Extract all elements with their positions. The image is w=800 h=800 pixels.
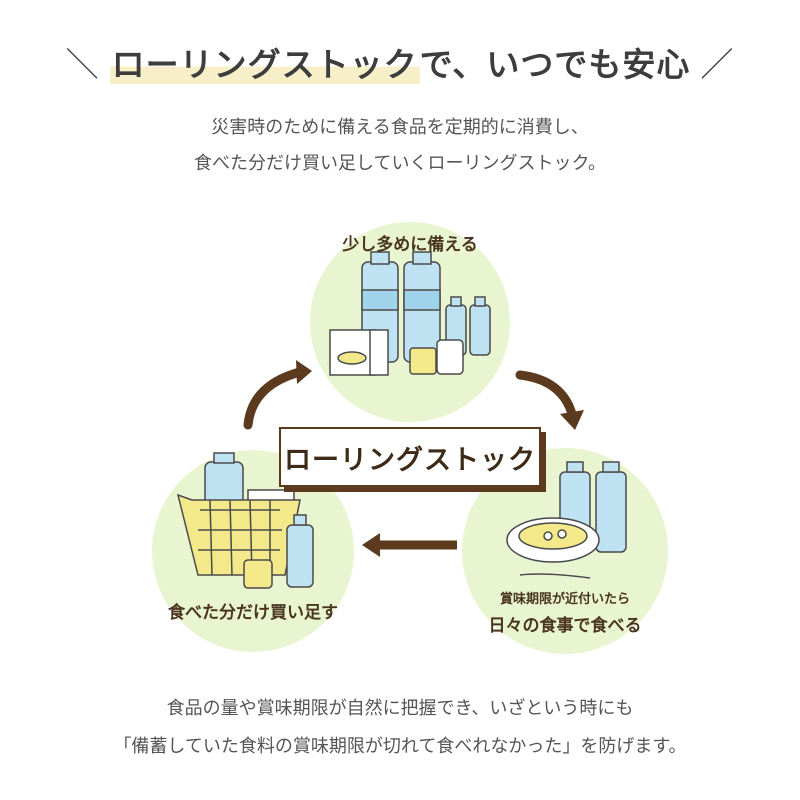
- basket-icon: [176, 452, 301, 589]
- page-title: ＼ローリングストックで、いつでも安心／: [0, 38, 800, 86]
- outro-line-2: 「備蓄していた食料の賞味期限が切れて食べれなかった」を防げます。: [113, 736, 687, 757]
- label-buy-more: 食べた分だけ買い足す: [168, 603, 338, 623]
- title-slash-left: ＼: [65, 45, 100, 84]
- outro-line-1: 食品の量や賞味期限が自然に把握でき、いざという時にも: [166, 698, 634, 719]
- arrow-top-to-right: [515, 370, 577, 419]
- canned-food-icon: [409, 339, 464, 375]
- arrow-left-to-top-head: [296, 360, 312, 384]
- arrow-right-to-left-head: [362, 533, 380, 557]
- small-bottle-icon: [286, 514, 314, 588]
- title-slash-right: ／: [700, 45, 735, 84]
- label-eat-daily: 日々の食事で食べる: [488, 616, 642, 636]
- arrow-top-to-right-head: [560, 410, 584, 430]
- outro-text: 食品の量や賞味期限が自然に把握でき、いざという時にも 「備蓄していた食料の賞味期…: [0, 690, 800, 766]
- water-bottle-icon: [403, 251, 441, 363]
- title-highlight: ローリングストック: [109, 45, 420, 84]
- label-stock-more: 少し多めに備える: [342, 235, 478, 255]
- intro-text: 災害時のために備える食品を定期的に消費し、 食べた分だけ買い足していくローリング…: [0, 110, 800, 182]
- retort-pouch-icon: [329, 329, 389, 376]
- label-near-expiry: 賞味期限が近付いたら: [499, 592, 630, 607]
- intro-line-1: 災害時のために備える食品を定期的に消費し、: [211, 117, 589, 138]
- rolling-stock-label: ローリングストック: [279, 427, 541, 487]
- title-rest: で、いつでも安心: [419, 45, 691, 84]
- intro-line-2: 食べた分だけ買い足していくローリングストック。: [193, 153, 607, 174]
- curry-plate-icon: [506, 517, 600, 579]
- arrow-left-to-top: [243, 367, 305, 430]
- small-bottle-icon: [445, 296, 491, 356]
